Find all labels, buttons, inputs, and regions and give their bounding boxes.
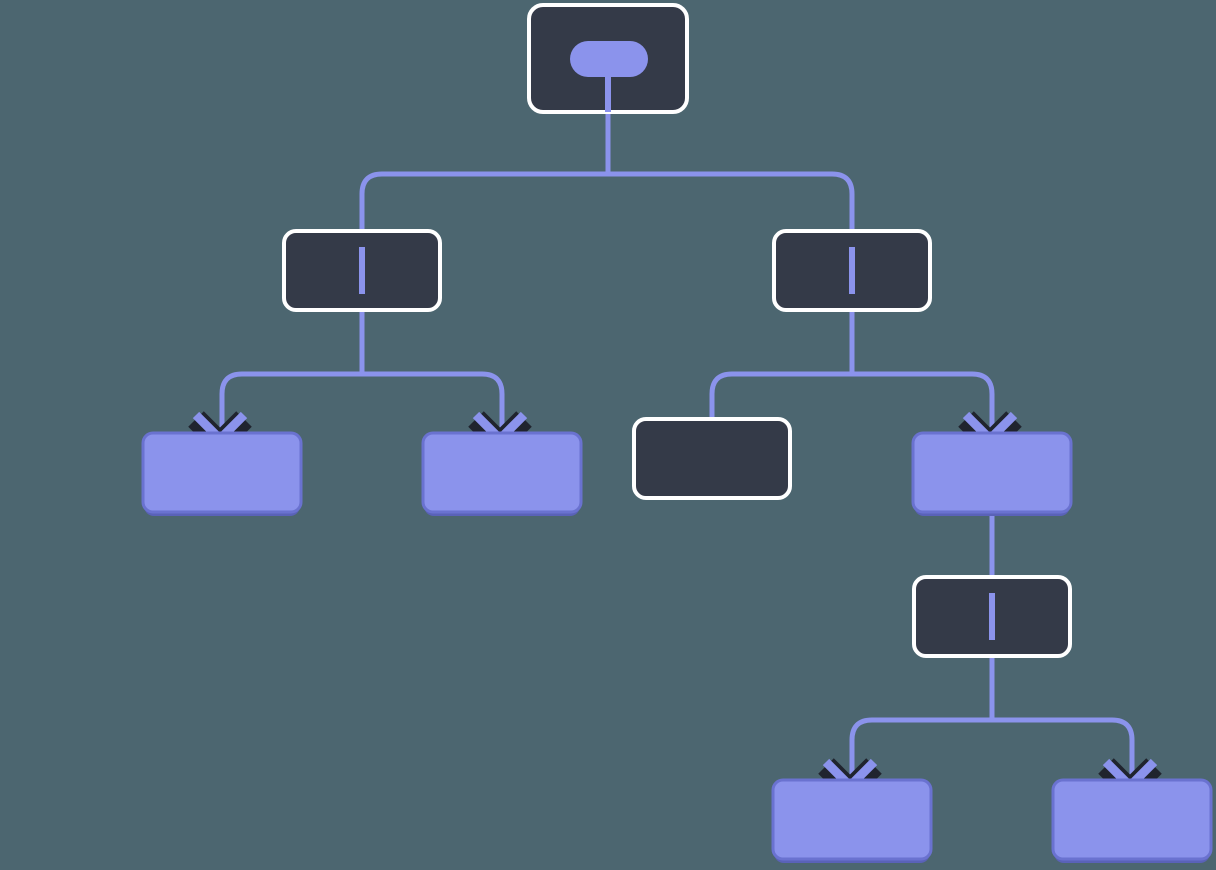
edge-l3a-to-l4a[interactable]: [849, 658, 995, 783]
node-l2-b-body[interactable]: [421, 431, 583, 514]
node-l2-d[interactable]: [911, 431, 1073, 516]
node-l4-b[interactable]: [1051, 778, 1213, 863]
node-l4-a[interactable]: [771, 778, 933, 863]
edge-root-to-l1b[interactable]: [605, 114, 855, 232]
edge-root-to-l1a[interactable]: [359, 114, 611, 232]
node-l2-a-body[interactable]: [141, 431, 303, 514]
node-l3-a[interactable]: [912, 575, 1072, 658]
node-root[interactable]: [527, 3, 689, 114]
node-l2-d-body[interactable]: [911, 431, 1073, 514]
edge-l1b-to-l2d[interactable]: [849, 312, 995, 436]
node-l4-a-body[interactable]: [771, 778, 933, 861]
node-root-pill-icon: [570, 41, 648, 77]
node-l1-b[interactable]: [772, 229, 932, 312]
edge-l3a-to-l4b[interactable]: [989, 658, 1135, 783]
edge-l1a-to-l2a[interactable]: [219, 312, 365, 436]
node-l1-a[interactable]: [282, 229, 442, 312]
edge-layer: [219, 114, 1135, 783]
node-layer: [141, 3, 1213, 863]
edge-l1b-to-l2c[interactable]: [709, 312, 855, 420]
node-l2-a[interactable]: [141, 431, 303, 516]
node-l4-b-body[interactable]: [1051, 778, 1213, 861]
node-l2-c[interactable]: [632, 417, 792, 500]
node-l2-b[interactable]: [421, 431, 583, 516]
edge-l1a-to-l2b[interactable]: [359, 312, 505, 436]
node-l2-c-body[interactable]: [632, 417, 792, 500]
